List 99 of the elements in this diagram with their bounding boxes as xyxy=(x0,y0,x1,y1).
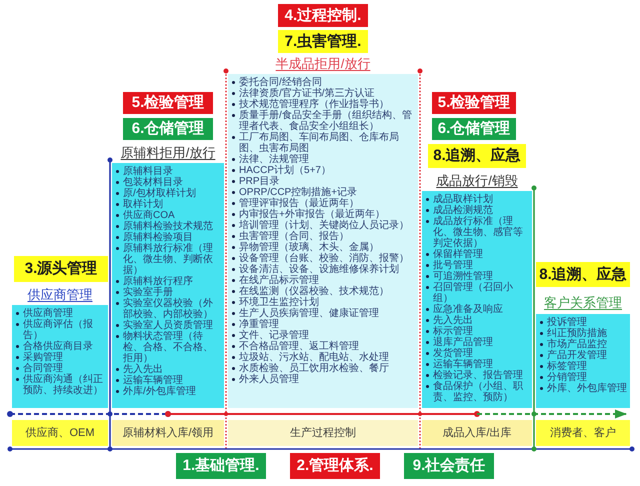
list-item: 不合格品管理、返工料管理 xyxy=(239,341,359,352)
list-item: 原辅料目录 xyxy=(123,166,173,177)
list-item: 召回管理（召回小组） xyxy=(433,282,514,304)
list-item: PRP目录 xyxy=(239,176,280,187)
stage-box: 供应商、OEM xyxy=(12,420,108,446)
list-item: 文件、记录管理 xyxy=(239,330,309,341)
list-item: 分销管理 xyxy=(547,372,587,383)
list-item: 培训管理（计划、关键岗位人员记录） xyxy=(239,220,409,231)
category-tag: 2.管理体系. xyxy=(290,453,380,479)
list-item: 成品取样计划 xyxy=(433,194,493,205)
list-item: 外库、外包库管理 xyxy=(547,383,627,394)
list-item: 工厂布局图、车间布局图、仓库布局图、虫害布局图 xyxy=(239,132,400,154)
category-tag: 8.追溯、应急 xyxy=(536,262,630,287)
list-item: 实验室手册 xyxy=(123,287,173,298)
list-item: 虫害管理（合同、报告） xyxy=(239,231,349,242)
list-item: 运输车辆管理 xyxy=(433,359,493,370)
list-item: HACCP计划（5+7） xyxy=(239,165,331,176)
stage-box: 生产过程控制 xyxy=(228,420,418,446)
list-item: 发货管理 xyxy=(433,348,473,359)
list-item: 物料状态管理（待检、合格、不合格、拒用） xyxy=(123,331,214,364)
checklist-panel xyxy=(536,314,630,408)
list-item: 标签管理 xyxy=(547,361,587,372)
list-item: 外来人员管理 xyxy=(239,374,299,385)
list-item: 可追溯性管理 xyxy=(433,271,493,282)
list-item: 食品保护（小组、职责、监控、预防） xyxy=(433,381,524,403)
list-item: 采购管理 xyxy=(23,352,63,363)
list-item: 原辅料检验项目 xyxy=(123,232,193,243)
section-heading: 成品放行/销毁 xyxy=(436,173,518,188)
list-item: 成品放行标准（理化、微生物、感官等判定依据） xyxy=(433,216,524,249)
list-item: 产品开发管理 xyxy=(547,350,607,361)
flow-line xyxy=(165,411,480,417)
list-item: 包装材料目录 xyxy=(123,177,183,188)
list-item: 垃圾站、污水站、配电站、水处理 xyxy=(239,352,389,363)
checklist-panel xyxy=(422,191,532,408)
list-item: 净重管理 xyxy=(239,319,279,330)
list-item: 供应商管理 xyxy=(23,308,73,319)
list-item: 委托合同/经销合同 xyxy=(239,77,322,88)
list-item: 退库产品管理 xyxy=(433,337,493,348)
category-tag: 1.基础管理. xyxy=(176,453,266,479)
category-tag: 3.源头管理 xyxy=(14,256,108,282)
list-item: 供应商沟通（纠正预防、持续改进） xyxy=(23,374,104,396)
list-item: 生产人员疾病管理、健康证管理 xyxy=(239,308,379,319)
stage-box: 成品入库/出库 xyxy=(422,420,532,446)
list-item: 合格供应商目录 xyxy=(23,341,93,352)
list-item: 投诉管理 xyxy=(547,317,587,328)
list-item: 供应商COA xyxy=(123,210,175,221)
list-item: 原辅料放行标准（理化、微生物、判断依据） xyxy=(123,243,214,276)
list-item: 标示管理 xyxy=(433,326,473,337)
flow-arrow xyxy=(477,410,627,418)
list-item: OPRP/CCP控制措施+记录 xyxy=(239,187,358,198)
category-tag: 5.检验管理 xyxy=(123,92,213,114)
list-item: 质量手册/食品安全手册（组织结构、管理者代表、食品安全小组组长） xyxy=(239,110,413,132)
list-item: 取样计划 xyxy=(123,199,163,210)
list-item: 供应商评估（报告） xyxy=(23,319,94,341)
section-heading: 原辅料拒用/放行 xyxy=(120,145,216,160)
section-heading: 供应商管理 xyxy=(28,287,92,302)
list-item: 原辅料放行程序 xyxy=(123,276,193,287)
list-item: 原/包材取样计划 xyxy=(123,188,196,199)
list-item: 技术规范管理程序（作业指导书） xyxy=(239,99,389,110)
category-tag: 5.检验管理 xyxy=(432,92,516,114)
list-item: 设备管理（台账、校验、消防、报警） xyxy=(239,253,409,264)
section-heading: 客户关系管理 xyxy=(544,295,622,310)
checklist-panel xyxy=(228,74,418,408)
list-item: 原辅料检验技术规范 xyxy=(123,221,213,232)
stage-box: 原辅材料入库/领用 xyxy=(112,420,224,446)
section-heading: 半成品拒用/放行 xyxy=(276,56,370,71)
category-tag: 9.社会责任 xyxy=(404,453,494,479)
stage-box: 消费者、客户 xyxy=(536,420,630,446)
list-item: 在线监测（仪器校验、技术规范） xyxy=(239,286,389,297)
list-item: 保留样管理 xyxy=(433,249,483,260)
list-item: 合同管理 xyxy=(23,363,63,374)
list-item: 应急准备及响应 xyxy=(433,304,503,315)
list-item: 水质检验、员工饮用水检验、餐厅 xyxy=(239,363,389,374)
category-tag: 7.虫害管理. xyxy=(278,30,368,53)
list-item: 运输车辆管理 xyxy=(123,375,183,386)
checklist-panel xyxy=(112,163,224,408)
list-item: 环境卫生监控计划 xyxy=(239,297,319,308)
category-tag: 6.仓储管理 xyxy=(432,118,516,140)
list-item: 实验室人员资质管理 xyxy=(123,320,213,331)
list-item: 检验记录、报告管理 xyxy=(433,370,523,381)
list-item: 管理评审报告（最近两年） xyxy=(239,198,359,209)
category-tag: 4.过程控制. xyxy=(278,4,368,27)
list-item: 法律资质/官方证书/第三方认证 xyxy=(239,88,375,99)
list-item: 外库/外包库管理 xyxy=(123,386,196,397)
category-tag: 8.追溯、应急 xyxy=(428,144,526,168)
list-item: 在线产品标示管理 xyxy=(239,275,319,286)
list-item: 批号管理 xyxy=(433,260,473,271)
list-item: 成品检测规范 xyxy=(433,205,493,216)
list-item: 先入先出 xyxy=(123,364,163,375)
list-item: 先入先出 xyxy=(433,315,473,326)
list-item: 异物管理（玻璃、木头、金属） xyxy=(239,242,379,253)
list-item: 纠正预防措施 xyxy=(547,328,607,339)
list-item: 法律、法规管理 xyxy=(239,154,309,165)
list-item: 设备清洁、设备、设施维修保养计划 xyxy=(239,264,399,275)
list-item: 市场产品监控 xyxy=(547,339,607,350)
list-item: 内审报告+外审报告（最近两年） xyxy=(239,209,385,220)
checklist-panel xyxy=(12,305,108,408)
category-tag: 6.仓储管理 xyxy=(123,118,213,140)
list-item: 实验室仪器校验（外部校验、内部校验） xyxy=(123,298,214,320)
